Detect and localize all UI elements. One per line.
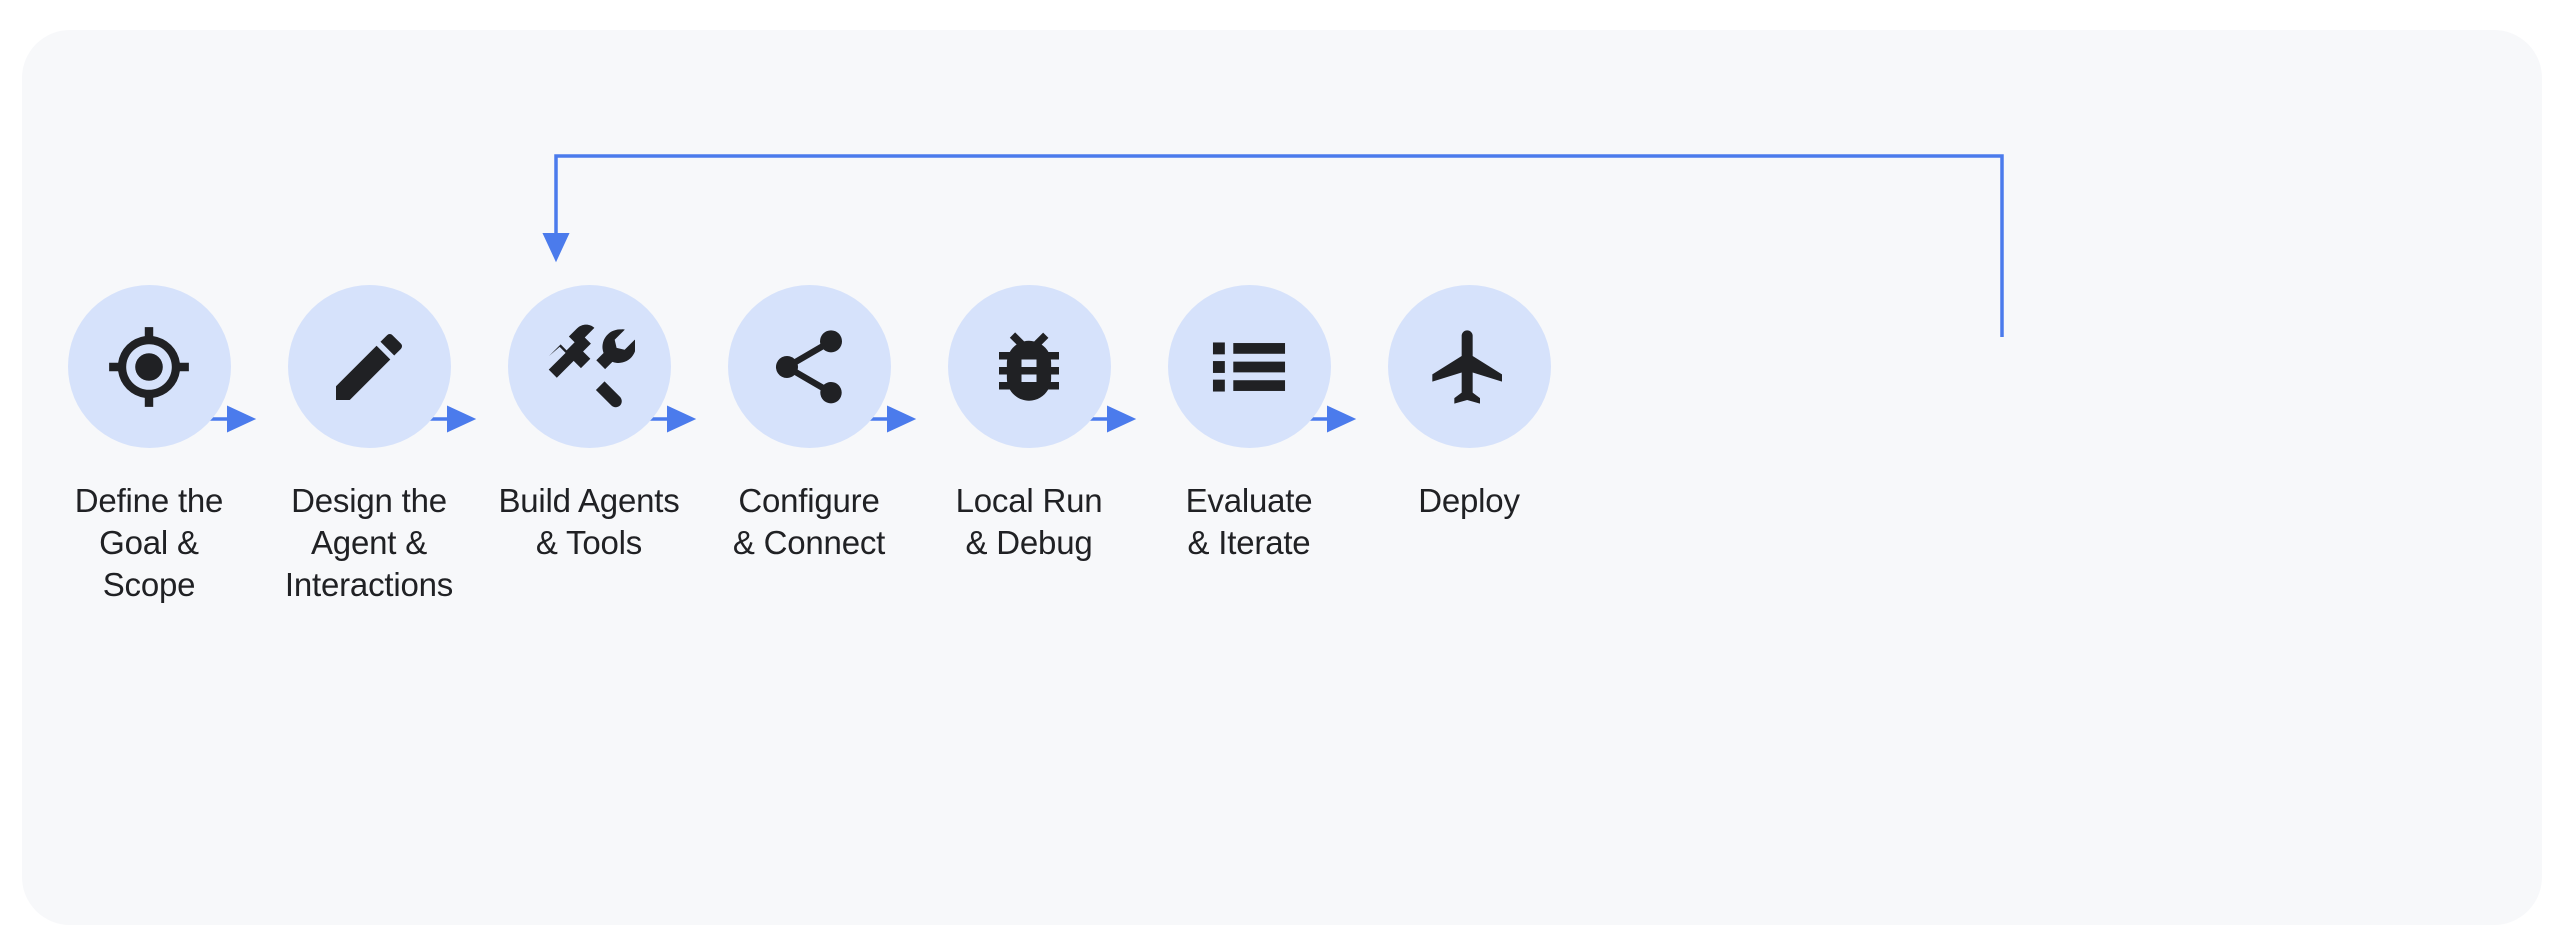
feedback-loop-arrow <box>542 154 2004 337</box>
step-node-2[interactable]: Design the Agent & Interactions <box>256 285 482 607</box>
target-icon <box>103 321 195 413</box>
step-label-2: Design the Agent & Interactions <box>284 482 454 604</box>
step-node-1[interactable]: Define the Goal & Scope <box>36 285 262 607</box>
step-icon-circle-6 <box>1167 285 1331 448</box>
pencil-icon <box>325 323 413 411</box>
step-label-5: Local Run & Debug <box>955 482 1103 562</box>
step-node-4[interactable]: Configure & Connect <box>696 285 922 564</box>
step-label-3: Build Agents & Tools <box>498 482 680 562</box>
step-label-6: Evaluate & Iterate <box>1185 482 1313 562</box>
share-nodes-icon <box>765 323 853 411</box>
step-node-3[interactable]: Build Agents & Tools <box>476 285 702 564</box>
step-label-4: Configure & Connect <box>732 482 886 562</box>
step-node-6[interactable]: Evaluate & Iterate <box>1136 285 1362 564</box>
step-node-5[interactable]: Local Run & Debug <box>916 285 1142 564</box>
step-label-7: Deploy <box>1418 482 1520 519</box>
bug-icon <box>984 322 1074 412</box>
step-icon-circle-4 <box>727 285 891 448</box>
list-icon <box>1203 321 1295 413</box>
step-icon-circle-5 <box>947 285 1111 448</box>
step-icon-circle-1 <box>67 285 231 448</box>
step-icon-circle-2 <box>287 285 451 448</box>
airplane-icon <box>1425 323 1513 411</box>
step-icon-circle-3 <box>507 285 671 448</box>
diagram-panel <box>22 30 2542 925</box>
step-node-7[interactable]: Deploy <box>1356 285 1582 522</box>
step-icon-circle-7 <box>1387 285 1551 448</box>
step-label-1: Define the Goal & Scope <box>74 482 224 604</box>
hammer-wrench-icon <box>543 321 635 413</box>
